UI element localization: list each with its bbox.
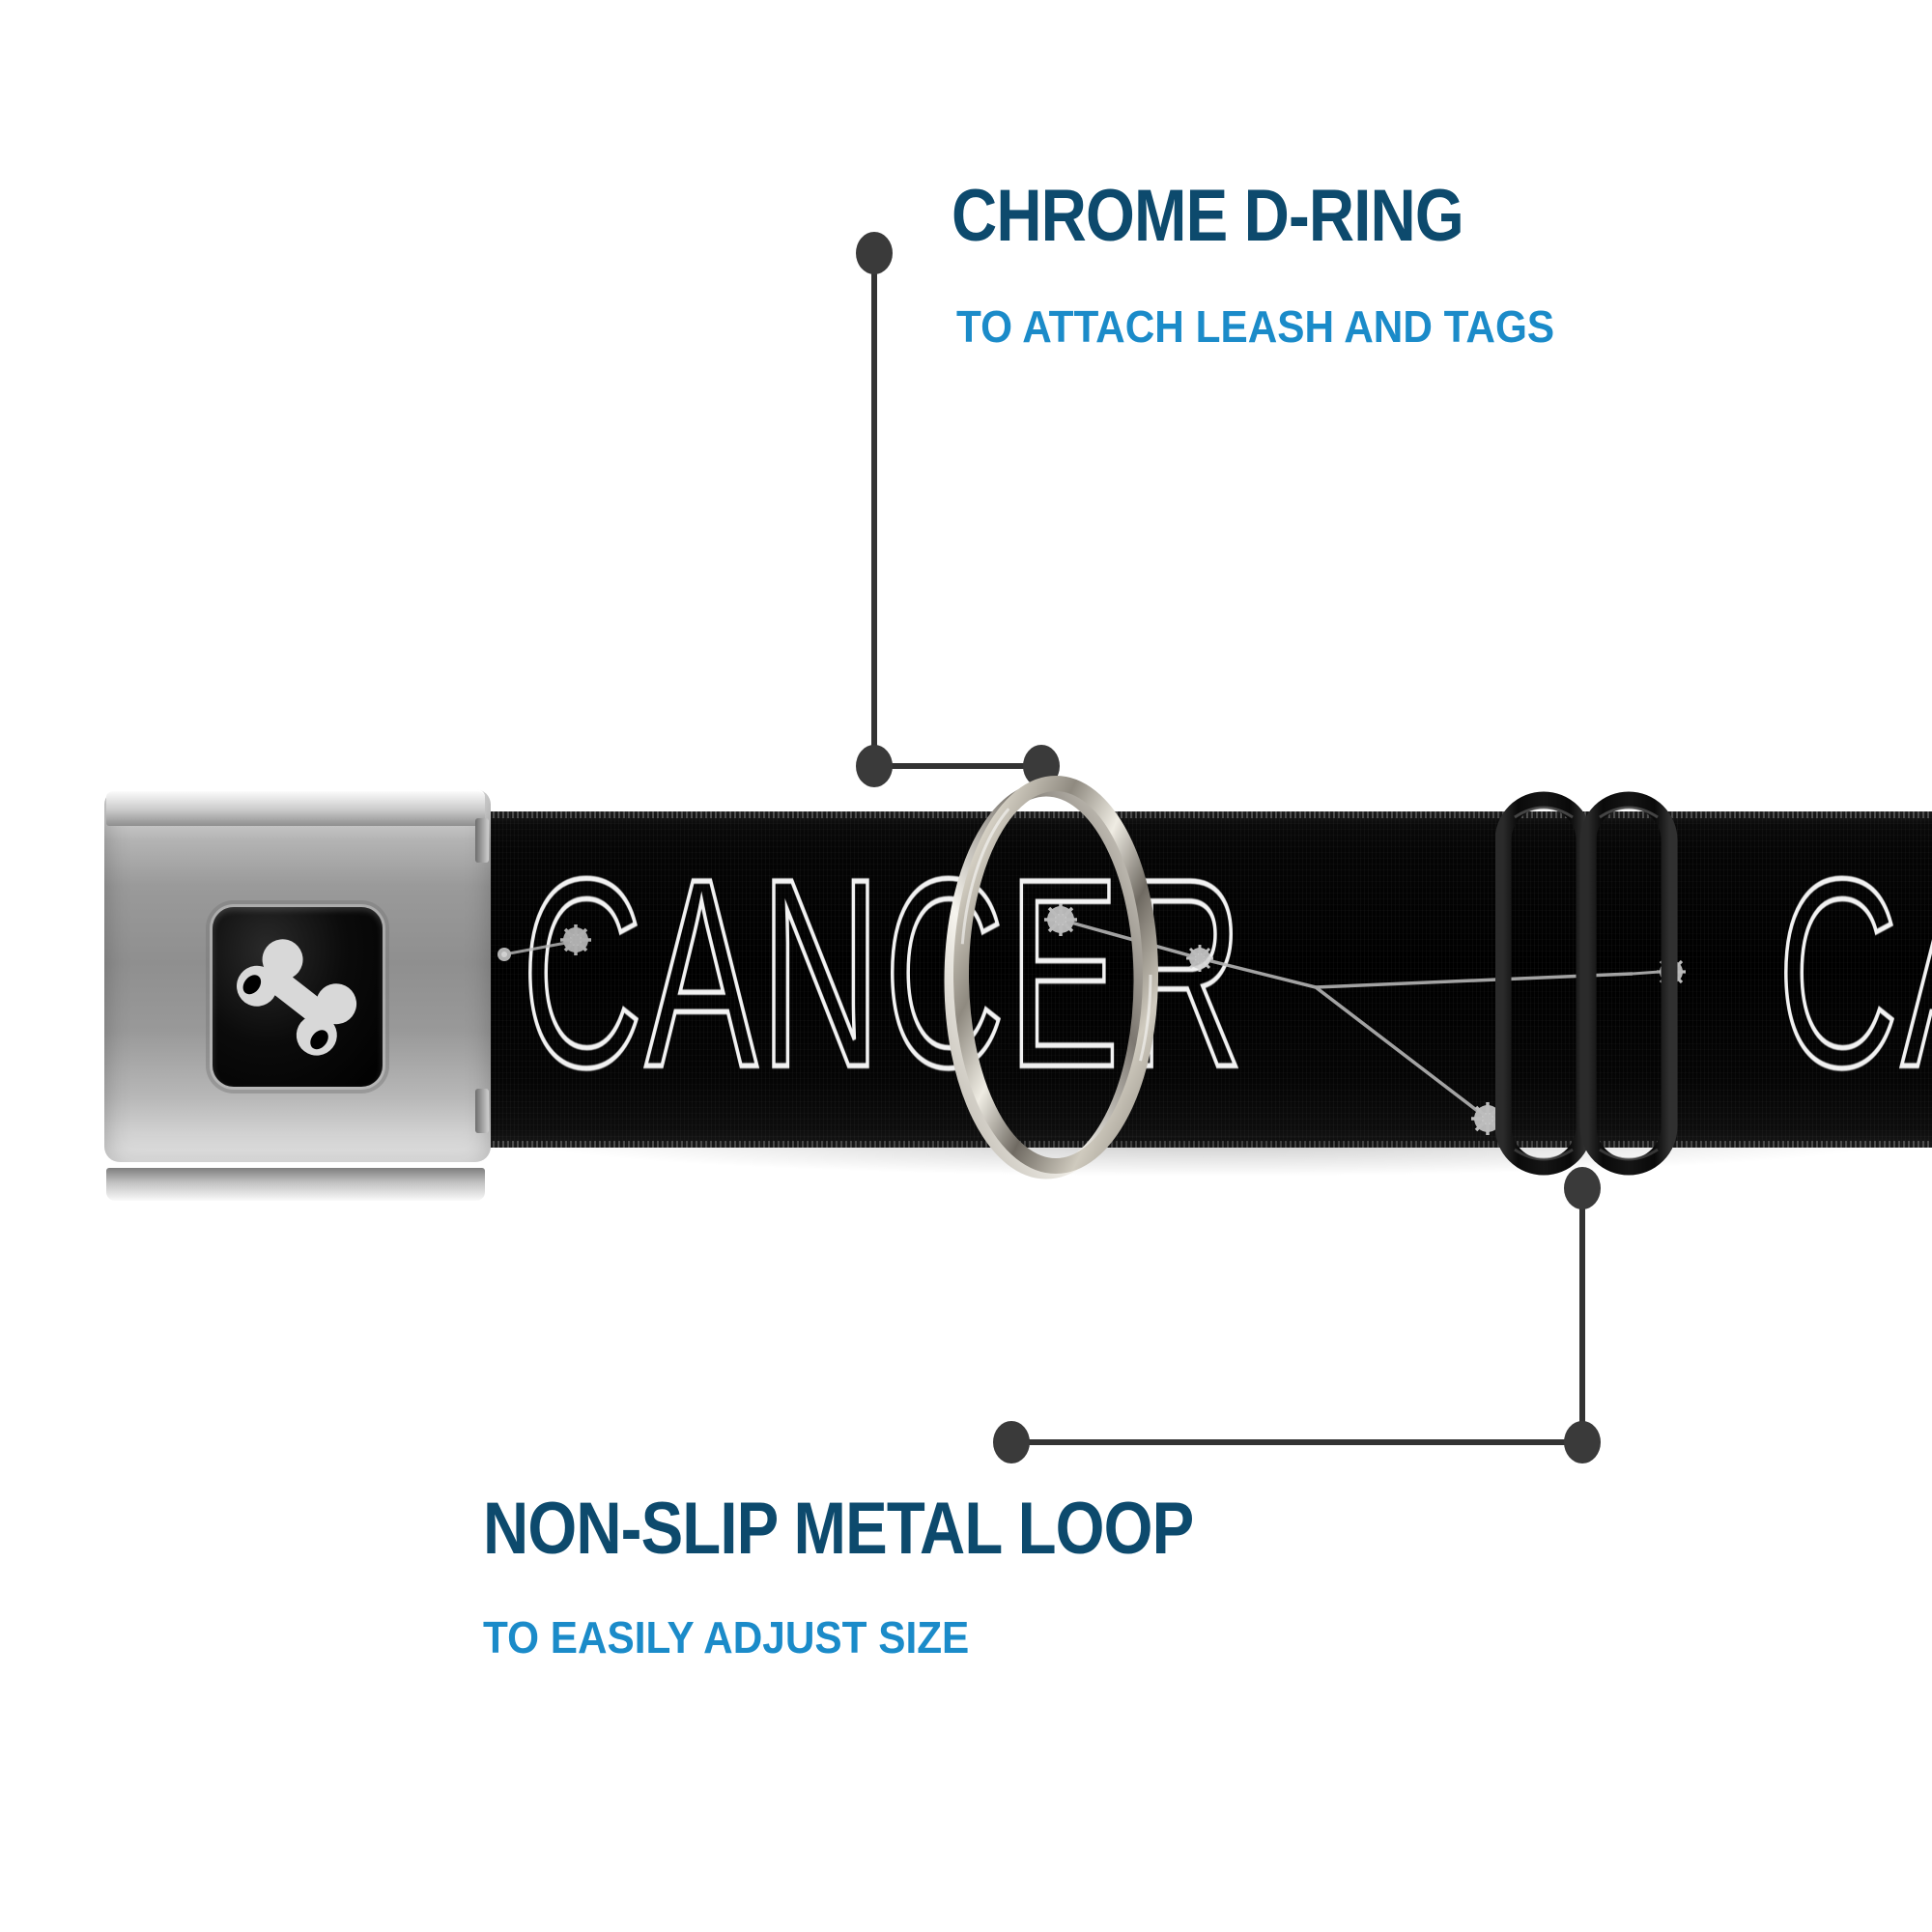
collar-webbing-strap	[483, 811, 1932, 1148]
buckle-notch-bottom-right	[475, 1089, 489, 1133]
chrome-d-ring[interactable]	[942, 770, 1164, 1185]
metal-loop-sheen-bottom-2	[1599, 1148, 1659, 1161]
dog-bone-icon	[237, 939, 357, 1056]
buckle-logo-window	[213, 907, 383, 1087]
cancer-constellation-motif	[497, 903, 1686, 1135]
non-slip-metal-loop[interactable]	[1494, 790, 1679, 1177]
buckle-chrome-body	[104, 789, 491, 1201]
strap-zodiac-text-2: CANCER	[1776, 822, 1932, 1123]
callout-title-non-slip-metal-loop: NON-SLIP METAL LOOP	[483, 1488, 1194, 1570]
metal-loop-left-bar	[1494, 791, 1593, 1176]
buckle-bottom-lip	[106, 1168, 485, 1201]
d-ring-highlight	[959, 781, 1152, 1168]
callout-subtitle-non-slip-metal-loop: TO EASILY ADJUST SIZE	[483, 1612, 970, 1662]
buckle-notch-top-right	[475, 818, 489, 863]
strap-printed-artwork: CANCER CANCER	[483, 811, 1932, 1148]
metal-loop-right-bar	[1579, 791, 1678, 1176]
buckle-top-lip	[106, 789, 485, 826]
callout-subtitle-chrome-d-ring: TO ATTACH LEASH AND TAGS	[956, 301, 1555, 352]
metal-loop-sheen-bottom	[1514, 1148, 1574, 1161]
metal-loop-sheen-top-2	[1599, 806, 1659, 819]
metal-loop-sheen-top	[1514, 806, 1574, 819]
callout-title-chrome-d-ring: CHROME D-RING	[952, 175, 1464, 257]
seatbelt-buckle	[104, 768, 510, 1201]
webbing-weave-texture	[483, 811, 1932, 1148]
constellation-fragment-left	[497, 924, 591, 961]
